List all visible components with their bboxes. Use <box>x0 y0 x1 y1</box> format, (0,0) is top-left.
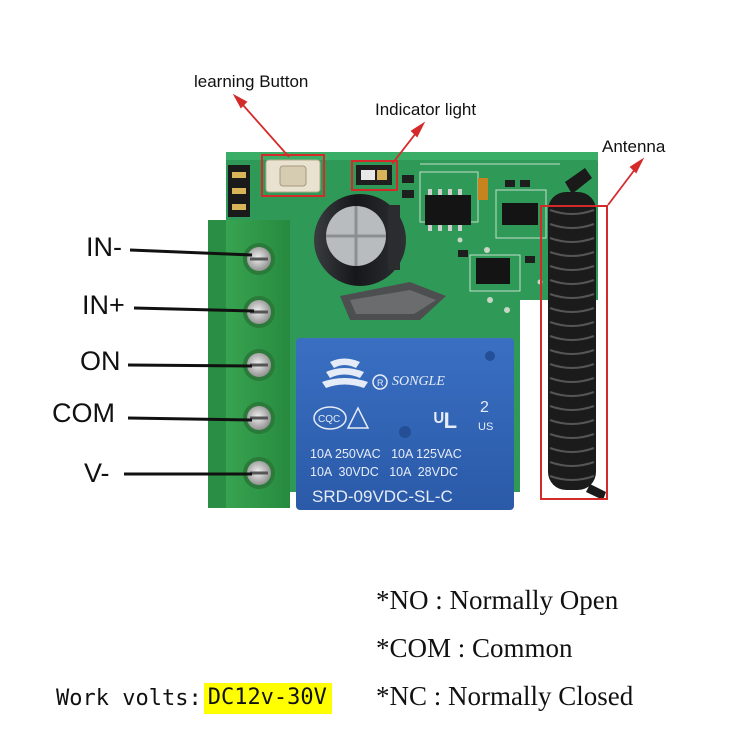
terminal-label-in-minus: IN- <box>86 232 122 262</box>
relay-brand: SONGLE <box>392 374 445 389</box>
relay-cert-mark: CQC <box>318 414 340 425</box>
terminal-lead-lines <box>124 248 255 476</box>
legend-no: *NO : Normally Open <box>376 585 619 615</box>
work-volts-value: DC12v-30V <box>203 683 332 714</box>
antenna-coil-icon <box>548 168 606 500</box>
terminal-label-com: COM <box>52 398 115 428</box>
work-volts: Work volts: DC12v-30V <box>56 683 332 714</box>
terminal-screw-icon <box>243 349 275 381</box>
antenna-callout-box <box>540 205 608 500</box>
relay-icon: R SONGLE CQC ᵁL 2 US 10A 250VAC 10A 125V… <box>296 338 514 510</box>
terminal-label-on: ON <box>80 346 121 376</box>
terminal-label-in-plus: IN+ <box>82 290 125 320</box>
indicator-light-callout-box <box>351 160 398 191</box>
relay-ul-number: 2 <box>480 399 489 416</box>
antenna-label: Antenna <box>602 137 666 156</box>
terminal-block <box>208 220 290 508</box>
svg-text:ᵁL: ᵁL <box>434 408 457 433</box>
legend-com: *COM : Common <box>376 633 573 663</box>
ic-chips <box>402 175 538 284</box>
legend-nc: *NC : Normally Closed <box>376 681 634 711</box>
relay-ul-mark: US <box>478 421 493 433</box>
learning-button-label: learning Button <box>194 72 309 91</box>
relay-rating-2: 10A 30VDC 10A 28VDC <box>310 465 458 479</box>
callout-arrows <box>232 93 645 206</box>
learning-button-icon <box>265 159 321 193</box>
terminal-screw-icon <box>243 457 275 489</box>
relay-rating-1: 10A 250VAC 10A 125VAC <box>310 447 462 461</box>
terminal-screw-icon <box>243 296 275 328</box>
learning-button-callout-box <box>261 154 325 197</box>
terminal-screw-icon <box>243 243 275 275</box>
work-volts-label: Work volts: <box>56 686 202 711</box>
indicator-light-label: Indicator light <box>375 100 477 119</box>
terminal-screws <box>243 243 275 489</box>
header-pins <box>228 165 250 217</box>
terminal-label-v-minus: V- <box>84 458 110 488</box>
regulator <box>340 282 446 320</box>
terminal-screw-icon <box>243 402 275 434</box>
capacitor-icon <box>314 194 406 286</box>
indicator-led-icon <box>356 165 392 185</box>
relay-model: SRD-09VDC-SL-C <box>312 487 453 506</box>
svg-text:R: R <box>377 378 384 388</box>
